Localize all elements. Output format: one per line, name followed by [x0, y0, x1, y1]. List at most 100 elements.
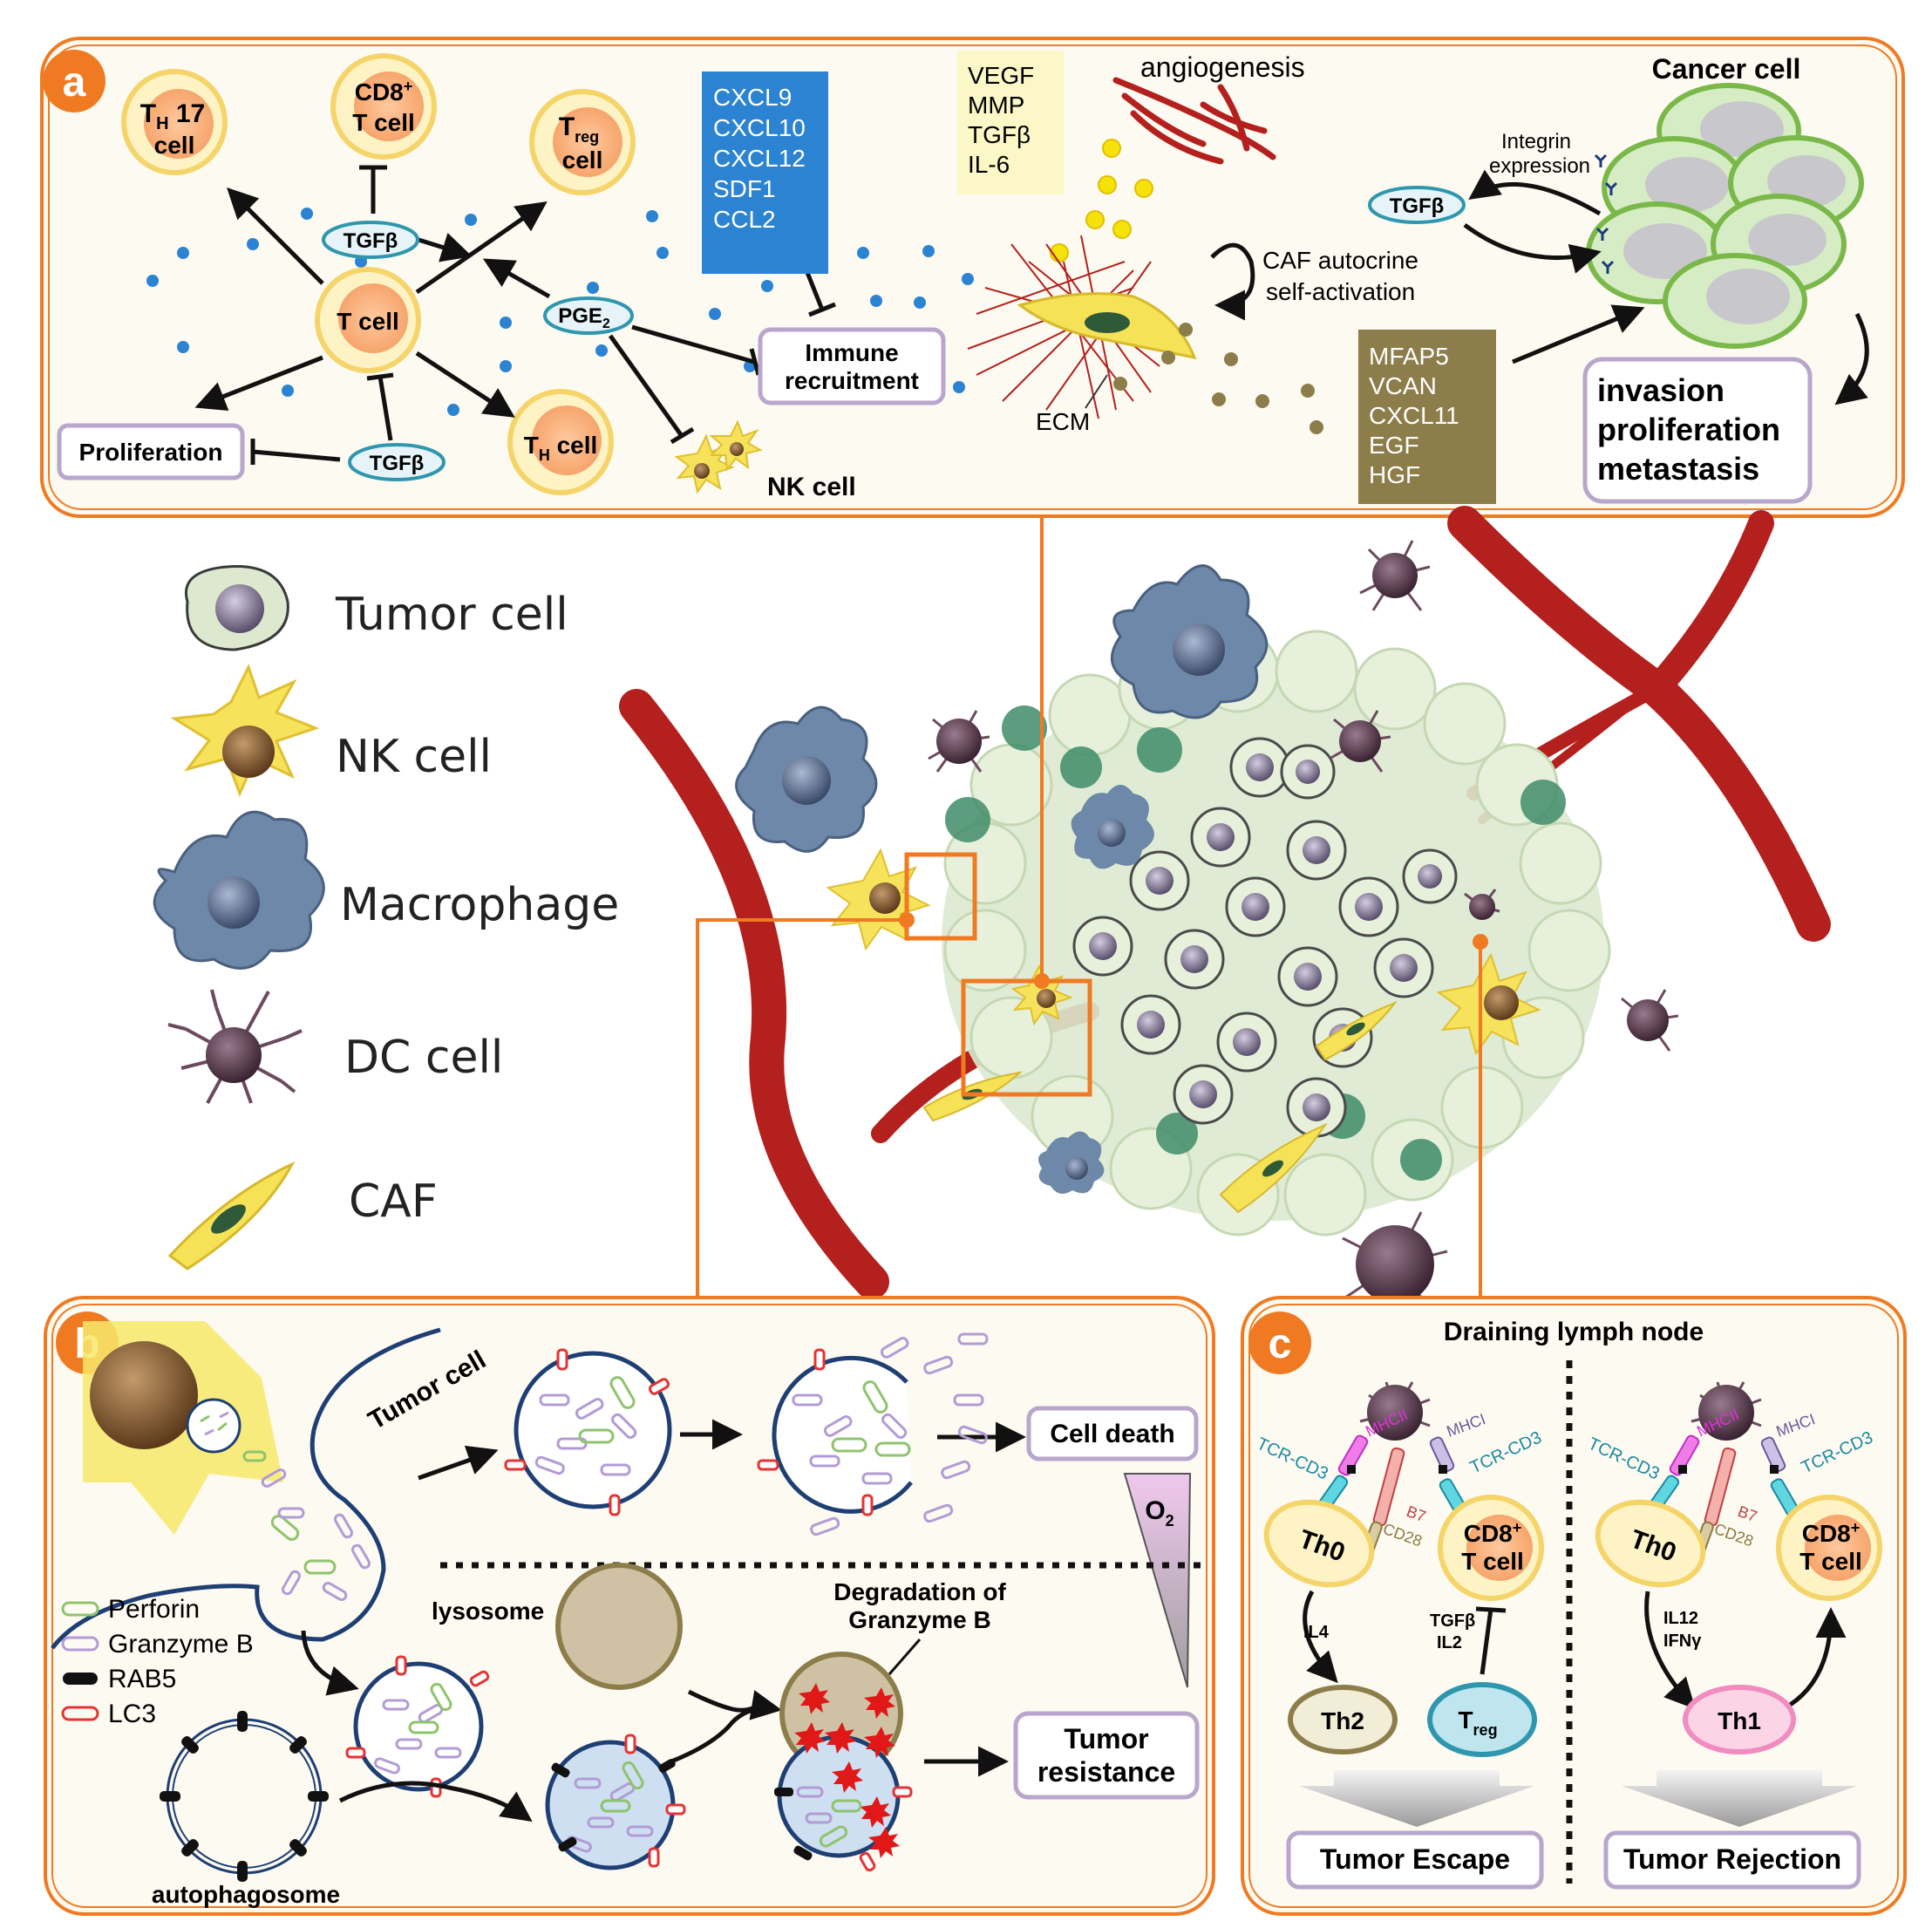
svg-text:CXCL11: CXCL11 — [1369, 402, 1459, 429]
lysosome-label: lysosome — [432, 1598, 544, 1625]
panel-c-badge — [1248, 1311, 1311, 1374]
highlight-nk — [904, 852, 977, 941]
tgfb-oval-1: TGFβ — [322, 221, 419, 259]
th17-cell: TH 17 cell — [121, 69, 228, 175]
svg-text:MMP: MMP — [968, 92, 1024, 119]
macrophage-mid — [735, 705, 878, 853]
tgfb-oval-cancer: TGFβ — [1368, 186, 1466, 224]
svg-text:ECM: ECM — [1036, 408, 1090, 435]
svg-text:Treg: Treg — [559, 112, 599, 146]
autolysosome — [774, 1652, 913, 1872]
svg-text:metastasis: metastasis — [1597, 451, 1759, 487]
t-cell-a: T cell — [315, 267, 421, 373]
svg-text:Th2: Th2 — [1321, 1707, 1364, 1734]
o2-gradient: O2 — [1123, 1473, 1192, 1688]
tumor-background-cells — [943, 630, 1611, 1237]
il12-label: IL12 — [1663, 1609, 1698, 1628]
integrin-label-2: expression — [1489, 154, 1590, 178]
svg-text:TH cell: TH cell — [524, 432, 598, 464]
svg-text:CCL2: CCL2 — [713, 206, 776, 233]
granules-synapse — [242, 1450, 371, 1601]
endosome — [345, 1655, 490, 1798]
tumor-resistance-box: Tumor resistance — [1013, 1711, 1200, 1800]
caf-panel-a: ECM — [967, 235, 1197, 435]
legend-label-macrophage: Macrophage — [340, 879, 619, 931]
legend-label-tumor: Tumor cell — [335, 589, 568, 641]
caf-autocrine-label: CAF autocrine — [1262, 247, 1418, 274]
cell-death-box: Cell death — [1026, 1406, 1199, 1461]
svg-text:Tumor Escape: Tumor Escape — [1320, 1843, 1510, 1875]
panel-a: a TH 17 cell CD8+ T cell Treg — [40, 37, 1905, 518]
svg-text:resistance: resistance — [1037, 1756, 1175, 1788]
legend-label-caf: CAF — [349, 1175, 438, 1228]
svg-text:Cell death: Cell death — [1050, 1420, 1174, 1448]
angio-factor-box: VEGF MMP TGFβ IL-6 — [957, 51, 1064, 194]
yellow-dots — [1050, 139, 1153, 262]
angiogenesis-vessels — [1112, 77, 1276, 165]
svg-text:Perforin: Perforin — [108, 1595, 200, 1624]
panel-b: b Tumor cell — [44, 1296, 1215, 1916]
svg-text:cell: cell — [154, 132, 195, 159]
degradation-label-2: Granzyme B — [848, 1606, 990, 1633]
treg-cell-c: Treg — [1427, 1682, 1537, 1757]
th0-cell-right: Th0 — [1595, 1499, 1706, 1588]
legend: Tumor cell NK cell Macrophage DC cell CA… — [153, 565, 619, 1271]
tumor-rejection-box: Tumor Rejection — [1603, 1830, 1861, 1890]
svg-text:cell: cell — [562, 146, 603, 174]
svg-text:T cell: T cell — [337, 308, 399, 335]
proliferation-box: Proliferation — [57, 423, 245, 480]
gray-arrow-right — [1622, 1770, 1857, 1827]
panel-c-title: Draining lymph node — [1444, 1318, 1704, 1346]
immune-recruitment-box: Immune recruitment — [758, 327, 946, 405]
integrin-label: Integrin — [1501, 130, 1571, 153]
panel-c-frame — [1241, 1296, 1907, 1916]
svg-text:O2: O2 — [1145, 1496, 1173, 1529]
tumor-microenvironment — [619, 506, 1831, 1309]
panel-a-letter: a — [63, 59, 86, 106]
nk-cell-attacking — [83, 1321, 283, 1535]
olive-dots — [1113, 323, 1374, 434]
pge2-oval: PGE2 — [543, 296, 634, 335]
svg-text:autophagosome: autophagosome — [152, 1881, 340, 1908]
svg-text:Proliferation: Proliferation — [79, 439, 223, 466]
tumor-cell-grid — [1072, 737, 1458, 1138]
cd8-cell-c-left: CD8+ T cell — [1438, 1495, 1544, 1601]
svg-text:CXCL12: CXCL12 — [713, 145, 806, 172]
nk-cells-small: NK cell — [674, 419, 856, 501]
tgfb-il2-label: TGFβ — [1430, 1611, 1475, 1631]
dc-cell-bodies — [936, 553, 1669, 1304]
cancer-cell-cluster — [1586, 83, 1864, 349]
svg-text:Treg: Treg — [1458, 1707, 1497, 1739]
blood-vessel-left — [619, 689, 889, 1299]
svg-text:Tumor Rejection: Tumor Rejection — [1623, 1843, 1841, 1875]
svg-text:TGFβ: TGFβ — [344, 229, 398, 253]
legend-tumor-cell-icon — [185, 565, 289, 651]
vesicle-2 — [757, 1332, 989, 1536]
svg-text:SDF1: SDF1 — [713, 175, 776, 202]
panel-c-letter: c — [1269, 1321, 1292, 1367]
svg-text:HGF: HGF — [1369, 461, 1420, 488]
svg-text:Immune: Immune — [805, 339, 898, 366]
svg-text:CD8+: CD8+ — [355, 78, 413, 106]
lysosome — [555, 1563, 683, 1690]
legend-label-dc: DC cell — [344, 1032, 503, 1084]
ifn-label: IFNγ — [1663, 1632, 1702, 1651]
svg-text:PGE2: PGE2 — [558, 304, 610, 331]
autophagosome: autophagosome — [152, 1711, 340, 1908]
tgfb-il2-label-2: IL2 — [1437, 1633, 1462, 1652]
svg-text:TGFβ: TGFβ — [968, 121, 1031, 148]
angiogenesis-label: angiogenesis — [1140, 51, 1305, 83]
svg-text:EGF: EGF — [1369, 432, 1419, 459]
svg-text:T cell: T cell — [1461, 1548, 1524, 1575]
panel-a-badge — [43, 50, 105, 112]
svg-text:RAB5: RAB5 — [108, 1665, 176, 1693]
cafs-center — [922, 1000, 1398, 1214]
tgfb-oval-2: TGFβ — [348, 443, 446, 481]
svg-text:MFAP5: MFAP5 — [1369, 343, 1449, 370]
gray-arrow-left — [1299, 1770, 1534, 1827]
svg-text:invasion: invasion — [1597, 372, 1725, 408]
cytokine-dots — [146, 208, 974, 416]
degradation-label: Degradation of — [833, 1578, 1006, 1605]
svg-text:T cell: T cell — [1799, 1548, 1862, 1575]
legend-label-nk: NK cell — [336, 731, 492, 783]
